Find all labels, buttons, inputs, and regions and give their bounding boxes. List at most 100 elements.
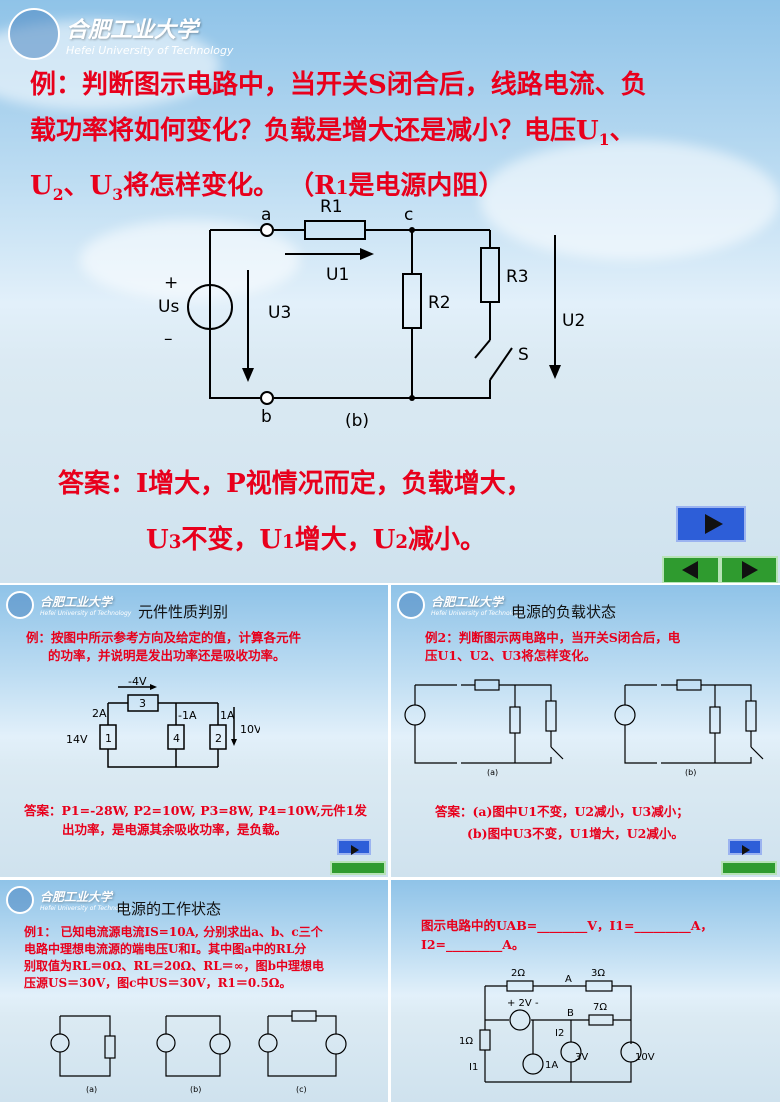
q-text: 、U <box>63 171 113 202</box>
caption-b: (b) <box>190 1085 201 1094</box>
resistor-1ohm <box>479 1029 491 1051</box>
element-2 <box>209 724 227 750</box>
q-sub: 1 <box>598 130 610 150</box>
seal-icon <box>397 591 425 619</box>
logo-cn: 合肥工业大学 <box>431 595 504 609</box>
main-question: 例：判断图示电路中，当开关S闭合后，线路电流、负 载功率将如何变化？负载是增大还… <box>30 62 770 218</box>
wires <box>107 702 219 768</box>
label-r2: R2 <box>428 293 451 313</box>
r2-b <box>709 706 721 734</box>
rl-a <box>104 1035 116 1059</box>
label-node-b: B <box>567 1008 574 1019</box>
resistor-3ohm <box>585 980 613 992</box>
slide-question: 图示电路中的UAB=________V，I1=_________A， I2=__… <box>421 916 713 954</box>
next-arrow-icon <box>742 561 758 579</box>
thumb-slide-4[interactable]: 图示电路中的UAB=________V，I1=_________A， I2=__… <box>391 880 780 1102</box>
q-line: 压U1、U2、U3将怎样变化。 <box>425 648 597 663</box>
label-7ohm: 7Ω <box>593 1002 607 1013</box>
label-2a: 2A <box>92 707 107 720</box>
label-e2: 2 <box>215 732 222 745</box>
q-text: U <box>30 171 53 202</box>
q-text: 是电源内阻） <box>348 171 505 202</box>
logo-cn: 合肥工业大学 <box>40 890 113 904</box>
next-button[interactable] <box>720 556 778 583</box>
cloud <box>480 140 780 260</box>
r3-a <box>545 700 557 732</box>
thumb-nav-buttons[interactable] <box>721 861 777 875</box>
wires-a <box>414 684 552 764</box>
voltage-source-c <box>325 1033 347 1055</box>
university-logo: 合肥工业大学 Hefei University of Technology <box>6 591 131 619</box>
resistor-7ohm <box>588 1014 614 1026</box>
slide-answer: 答案：P1=-28W, P2=10W, P3=8W, P4=10W,元件1发 出… <box>24 801 367 839</box>
university-logo: 合肥工业大学 Hefei University of Technology <box>8 8 233 60</box>
label-1a: 1A <box>220 709 235 722</box>
a-sub: 2 <box>395 532 409 553</box>
wires-b <box>624 684 752 764</box>
r3-b <box>745 700 757 732</box>
wires-c <box>267 1015 337 1077</box>
label-3ohm: 3Ω <box>591 968 605 979</box>
thumb-next-button[interactable] <box>337 839 371 855</box>
label-1a: 1A <box>545 1060 558 1071</box>
thumb-next-button[interactable] <box>728 839 762 855</box>
slide-question: 例2：判断图示两电路中，当开关S闭合后，电 压U1、U2、U3将怎样变化。 <box>425 629 680 665</box>
label-r3: R3 <box>506 267 529 287</box>
q-line: I2=_________A。 <box>421 937 525 952</box>
voltage-source-b <box>614 704 636 726</box>
element-3 <box>127 694 159 712</box>
a-text: 减小。 <box>408 525 487 555</box>
a-line: 出功率，是电源其余吸收功率，是负载。 <box>62 822 288 837</box>
main-slide: 合肥工业大学 Hefei University of Technology 例：… <box>0 0 780 583</box>
play-icon <box>705 514 723 534</box>
slide-question: 例：按图中所示参考方向及给定的值，计算各元件 的功率，并说明是发出功率还是吸收功… <box>26 629 301 665</box>
q-sub: 2 <box>52 185 64 205</box>
label-a: a <box>261 205 271 225</box>
university-logo: 合肥工业大学 Hefei University of Technology <box>6 886 131 914</box>
current-source-1a <box>522 1053 544 1075</box>
prev-button[interactable] <box>662 556 720 583</box>
main-circuit: a b c R1 R2 R3 U1 U2 U3 Us + – S (b) <box>158 197 585 431</box>
thumb-slide-1[interactable]: 合肥工业大学 Hefei University of Technology 元件… <box>0 585 388 877</box>
label-node-a: A <box>565 974 572 985</box>
q-line: 电路中理想电流源的端电压U和I。其中图a中的RL分 <box>24 942 307 956</box>
thumb-slide-2[interactable]: 合肥工业大学 Hefei University of Technology 电源… <box>391 585 780 877</box>
resistor-r3 <box>480 247 500 303</box>
next-slide-button[interactable] <box>676 506 746 542</box>
voltage-source-b <box>209 1033 231 1055</box>
r1-c <box>291 1010 317 1022</box>
current-source-b <box>156 1033 176 1053</box>
circuit-caption: (b) <box>345 411 369 431</box>
a-text: U <box>146 525 169 555</box>
element-1 <box>99 724 117 750</box>
arrow-head <box>242 368 254 382</box>
r2-a <box>509 706 521 734</box>
logo-cn: 合肥工业大学 <box>40 595 113 609</box>
label-u3: U3 <box>268 303 291 323</box>
label-e1: 1 <box>105 732 112 745</box>
label-c: c <box>404 205 413 225</box>
thumb-slide-3[interactable]: 合肥工业大学 Hefei University of Technology 电源… <box>0 880 388 1102</box>
main-answer: 答案：I增大，P视情况而定，负载增大， U3不变，U1增大，U2减小。 <box>58 456 758 571</box>
q-sub: 3 <box>112 185 124 205</box>
label-minus: – <box>164 329 173 349</box>
thumb3-circuits: (a) (b) (c) <box>50 1010 347 1094</box>
caption-b: (b) <box>685 768 696 777</box>
label-1ohm: 1Ω <box>459 1036 473 1047</box>
q-line: 例1： 已知电流源电流IS=10A, 分别求出a、b、c三个 <box>24 925 323 939</box>
thumb-nav-buttons[interactable] <box>330 861 386 875</box>
logo-en: Hefei University of Technology <box>66 43 234 57</box>
a-line: 答案：P1=-28W, P2=10W, P3=8W, P4=10W,元件1发 <box>24 803 367 818</box>
question-line-3: U2、U3将怎样变化。 （R1是电源内阻） <box>30 163 770 218</box>
q-line: 例2：判断图示两电路中，当开关S闭合后，电 <box>425 630 681 645</box>
play-icon <box>742 845 750 855</box>
q-text: 将怎样变化。 （R <box>123 171 336 202</box>
question-line-1: 例：判断图示电路中，当开关S闭合后，线路电流、负 <box>30 70 647 100</box>
q-sub: 1 <box>335 178 349 200</box>
wires <box>209 229 491 399</box>
slide-title: 电源的工作状态 <box>116 900 222 918</box>
a-line: 答案：(a)图中U1不变，U2减小，U3减小； <box>435 804 689 819</box>
divider-vertical <box>388 585 391 1102</box>
q-line: 的功率，并说明是发出功率还是吸收功率。 <box>48 648 286 663</box>
play-icon <box>351 845 359 855</box>
